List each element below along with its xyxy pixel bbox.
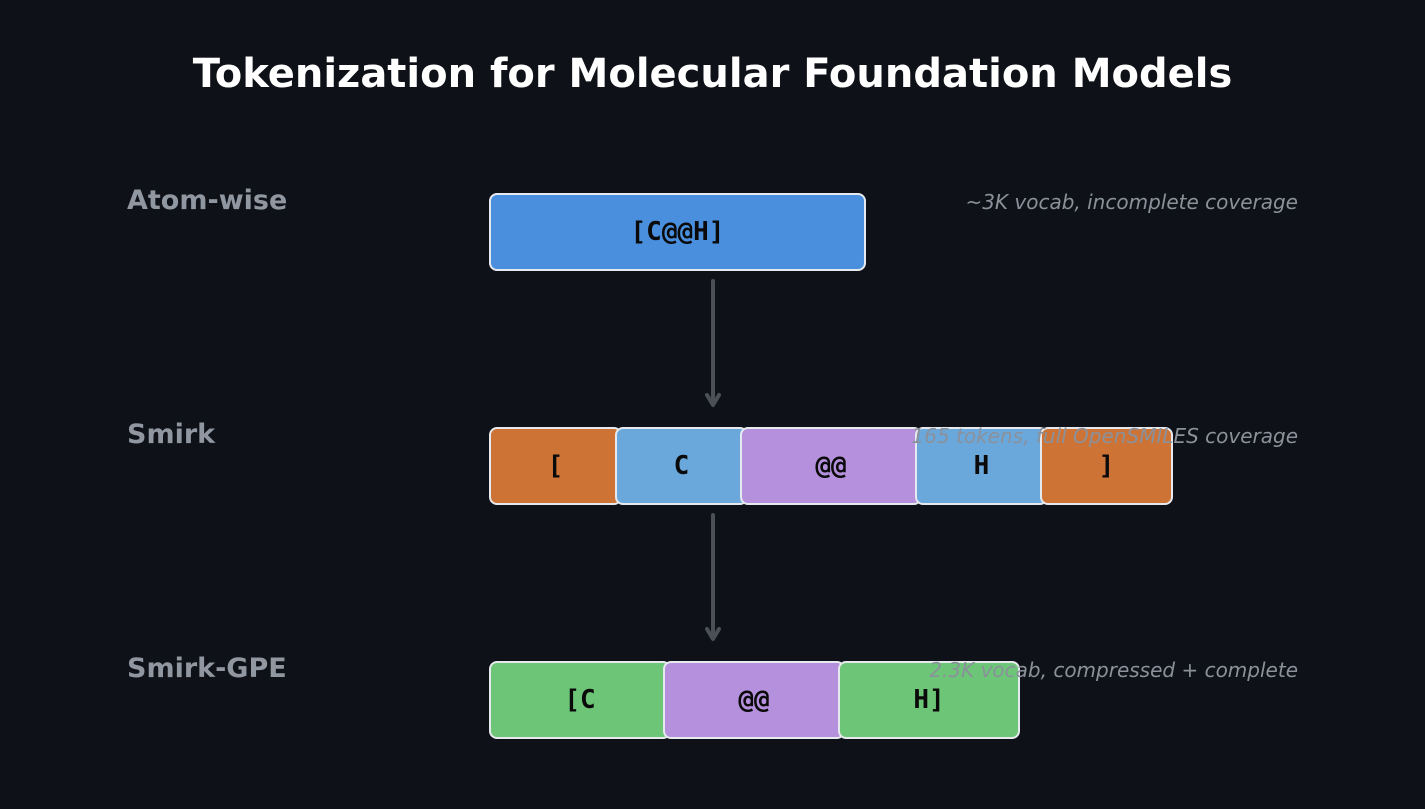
- token-smirk-5: ]: [1040, 427, 1173, 505]
- row-note-smirk-gpe: 2.3K vocab, compressed + complete: [929, 658, 1298, 682]
- token-smirk-1: [: [489, 427, 622, 505]
- row-label-smirk: Smirk: [127, 419, 216, 450]
- token-smirk-gpe-1: [C: [489, 661, 671, 739]
- row-note-atom-wise: ~3K vocab, incomplete coverage: [965, 190, 1298, 214]
- token-smirk-2: C: [615, 427, 748, 505]
- down-arrow-icon: [704, 513, 722, 645]
- row-note-smirk: 165 tokens, full OpenSMILES coverage: [911, 424, 1298, 448]
- token-smirk-gpe-2: @@: [663, 661, 845, 739]
- row-label-atom-wise: Atom-wise: [127, 185, 288, 216]
- token-smirk-3: @@: [740, 427, 922, 505]
- row-label-smirk-gpe: Smirk-GPE: [127, 653, 287, 684]
- diagram-title: Tokenization for Molecular Foundation Mo…: [192, 51, 1233, 97]
- token-smirk-gpe-3: H]: [838, 661, 1020, 739]
- down-arrow-icon: [704, 279, 722, 411]
- token-atom-wise-1: [C@@H]: [489, 193, 866, 271]
